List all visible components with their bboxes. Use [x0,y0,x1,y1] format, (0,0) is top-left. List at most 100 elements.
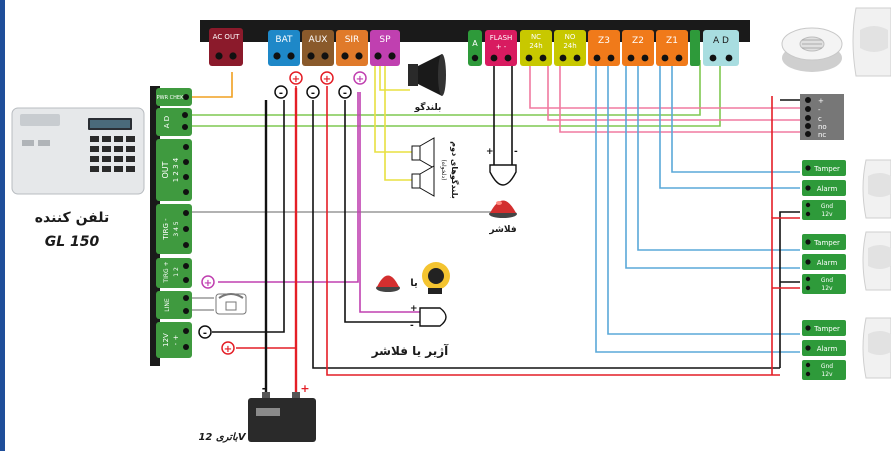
wire-d [192,60,721,127]
z2-label: Z2 [632,36,644,46]
trig-minus-pins: 3 4 5 [173,221,180,236]
sensor-3-tamper: Tamper [813,325,840,333]
speakers-multi-label: بلندگوهای دوم [450,141,460,198]
wire-z1-b [671,60,800,173]
svg-text:+: + [486,147,494,157]
no-sub: 24h [563,42,576,50]
wire-trig-plus [218,92,359,283]
wire-no [547,60,800,121]
nc-label: NC [531,33,541,41]
aux-label: AUX [309,35,328,45]
svg-text:+: + [204,278,212,289]
wire-sp-1 [374,60,412,153]
v12-pins: - + [172,335,180,346]
wire-12v-minus [212,100,285,333]
keypad-caption-model: GL 150 [45,234,100,250]
sir-label: SIR [345,35,360,45]
terminal-a: A [468,30,482,66]
terminal-nc: NC 24h [520,30,552,66]
no-label: NO [565,33,576,41]
ac-out-label: AC OUT [213,33,240,41]
terminal-ad-top: A D [703,30,739,66]
sensor-block-3: Tamper Alarm Gnd 12v [802,320,846,380]
terminal-trig-plus: TIRG + 1 2 [156,258,192,288]
red-light-icon [376,275,400,292]
svg-text:-: - [203,328,207,339]
terminal-ac-out: AC OUT [209,28,243,66]
trig-minus-label: TIRG - [162,218,170,241]
marker-sir-minus: - [338,85,352,99]
battery-plus: + [300,382,309,395]
v12-label: 12V [162,333,170,347]
sensor-1-alarm: Alarm [817,185,838,193]
flasher-symbol: + - [486,147,518,186]
terminal-out: OUT 1 2 3 4 [156,139,192,201]
ya-label: یا [410,278,418,289]
polarity-markers: - + - + - + + - + [198,71,367,355]
keypad-device [11,107,145,195]
svg-text:-: - [279,88,283,99]
ad-top-label: A D [713,36,729,46]
pir-sensor-icon-1 [862,159,891,219]
wire-bus-gnd [779,211,800,368]
terminal-bat: BAT [268,30,300,66]
wire-sir-minus [344,100,420,323]
marker-bat-minus: - [274,85,288,99]
sensor-2-gnd: Gnd [821,277,833,284]
secondary-speaker-icon-1 [411,137,435,169]
marker-aux-minus: - [306,85,320,99]
sensor-1-gnd: Gnd [821,203,833,210]
sensor-block-1: Tamper Alarm Gnd 12v [802,160,846,220]
z3-label: Z3 [598,36,610,46]
svg-text:-: - [343,88,347,99]
wire-nc [529,60,800,109]
wire-pwr-chek [192,72,233,98]
wire-z1-a [659,60,800,189]
svg-text:-: - [311,88,315,99]
terminal-12v: 12V - + [156,322,192,358]
a-label: A [472,39,478,48]
sensor-2-tamper: Tamper [813,239,840,247]
terminal-trig-minus: TIRG - 3 4 5 [156,204,192,254]
out-pins: 1 2 3 4 [172,157,180,182]
speaker-horn-icon [408,54,446,96]
wire-z2-b [637,60,800,251]
wire-sp-3 [379,60,410,91]
keypad-buttons [90,136,135,172]
svg-text:+: + [356,74,364,85]
wire-sir-plus [359,92,420,313]
svg-text:+: + [292,74,300,85]
sensor-3-gnd: Gnd [821,363,833,370]
nc-sub: 24h [529,42,542,50]
pwr-chek-label: PWR CHEK [157,95,184,101]
keypad-caption-fa: تلفن کننده [35,210,109,226]
trig-plus-pins: 1 2 [173,267,180,277]
sp-label: SP [379,35,391,45]
out-label: OUT [161,161,170,178]
board-left-strip [150,86,160,366]
svg-text:+: + [818,97,824,105]
speakers-multi-sub: (دلخواه) [440,160,447,181]
terminal-sir: SIR [336,30,368,66]
terminal-sp: SP [370,30,400,66]
terminal-z1: Z1 [656,30,688,66]
sensor-2-alarm: Alarm [817,259,838,267]
svg-text:+: + [410,304,418,314]
wire-c [559,60,800,133]
pir-sensor-icon-2 [862,231,891,291]
svg-text:-: - [410,321,414,331]
sensor-2-12v: 12v [821,285,833,292]
marker-12v-minus: - [198,325,212,339]
pir-sensor-icon-3 [862,317,891,379]
marker-bat-plus: + [289,71,303,85]
line-label: LINE [164,298,171,312]
sensor-1-tamper: Tamper [813,165,840,173]
telephone-icon [215,293,247,315]
terminal-line: LINE [156,291,192,319]
wire-z3-b [607,60,800,335]
secondary-speaker-icon-2 [411,165,435,197]
battery-icon [248,392,316,442]
terminal-ad-left: A D [156,108,192,136]
flash-label: FLASH [490,34,513,42]
